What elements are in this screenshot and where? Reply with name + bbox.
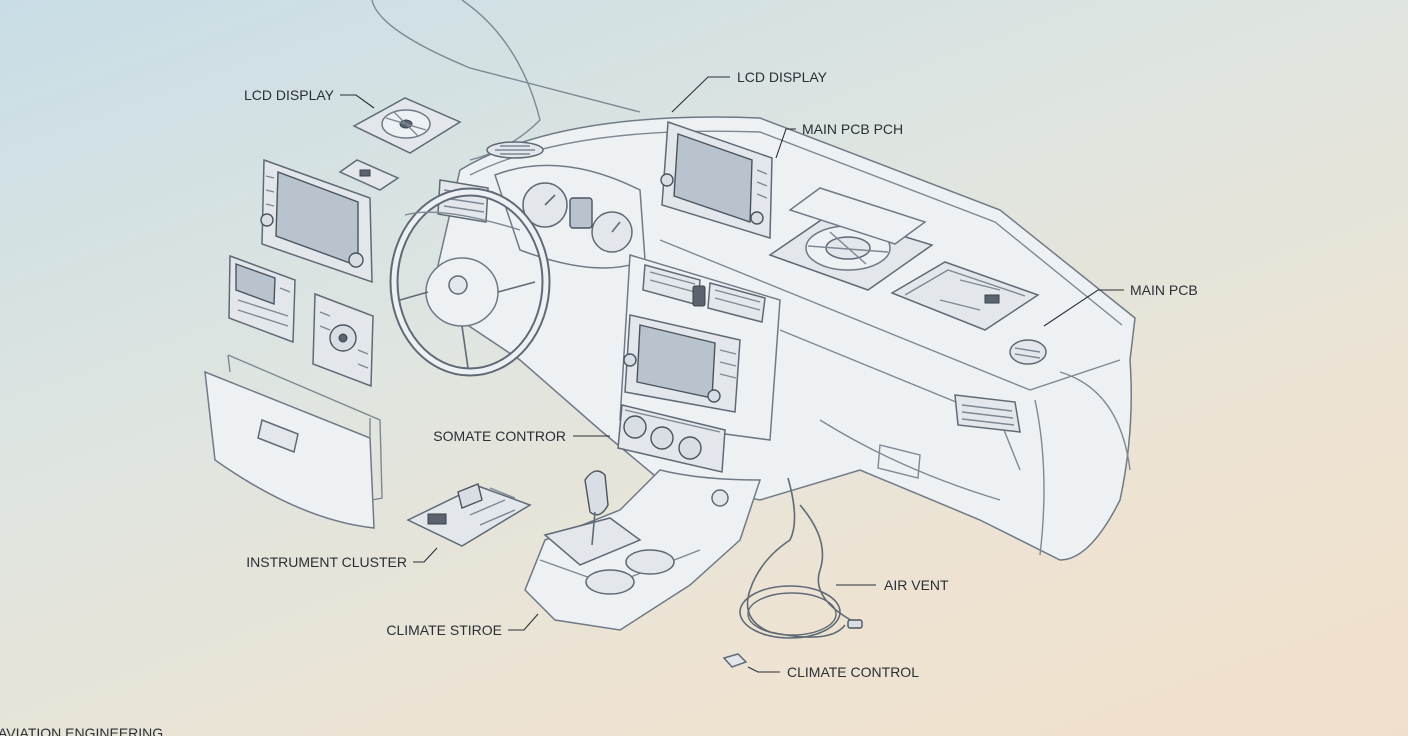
- gauge-cluster: [494, 164, 646, 269]
- lcd-display-top-unit: [660, 120, 773, 240]
- svg-text:INSTRUMENT CLUSTER: INSTRUMENT CLUSTER: [246, 554, 407, 570]
- lcd-fan-module: [352, 97, 462, 154]
- center-stack: [617, 254, 781, 473]
- svg-text:MAIN PCB: MAIN PCB: [1130, 282, 1198, 298]
- svg-text:SOMATE CONTROR: SOMATE CONTROR: [433, 428, 566, 444]
- label-lcd-display-top: LCD DISPLAY: [671, 69, 828, 113]
- svg-text:MAIN PCB PCH: MAIN PCB PCH: [802, 121, 903, 137]
- small-sensor-chip: [722, 653, 748, 668]
- dash-vents: [437, 141, 1047, 433]
- label-climate-control: CLIMATE CONTROL: [747, 664, 919, 680]
- label-climate-stiroe: CLIMATE STIROE: [386, 613, 539, 638]
- label-main-pcb: MAIN PCB: [1043, 282, 1198, 327]
- instrument-cluster-board: [406, 483, 532, 547]
- label-instrument-cluster: INSTRUMENT CLUSTER: [246, 547, 438, 570]
- label-lcd-display-left: LCD DISPLAY: [244, 87, 375, 109]
- svg-text:CLIMATE CONTROL: CLIMATE CONTROL: [787, 664, 919, 680]
- svg-text:AIR VENT: AIR VENT: [884, 577, 949, 593]
- steering-wheel: [389, 187, 551, 377]
- svg-text:LCD DISPLAY: LCD DISPLAY: [737, 69, 828, 85]
- main-pcb-board: [788, 187, 1040, 331]
- radio-head-unit: [228, 254, 296, 344]
- floor-console: [524, 469, 762, 631]
- label-somate-contror: SOMATE CONTROR: [433, 428, 610, 444]
- lcd-panel-left: [260, 158, 373, 284]
- climate-panel-left: [312, 292, 374, 388]
- label-main-pcb-pch: MAIN PCB PCH: [775, 121, 903, 159]
- footer-caption: AVIATION ENGINEERING: [0, 725, 163, 736]
- label-air-vent: AIR VENT: [836, 577, 949, 593]
- glovebox-opening: [877, 444, 921, 479]
- glovebox-door: [204, 354, 383, 529]
- svg-text:LCD DISPLAY: LCD DISPLAY: [244, 87, 335, 103]
- small-connector-board: [338, 159, 400, 191]
- svg-text:CLIMATE STIROE: CLIMATE STIROE: [386, 622, 502, 638]
- cable-harness: [739, 477, 863, 639]
